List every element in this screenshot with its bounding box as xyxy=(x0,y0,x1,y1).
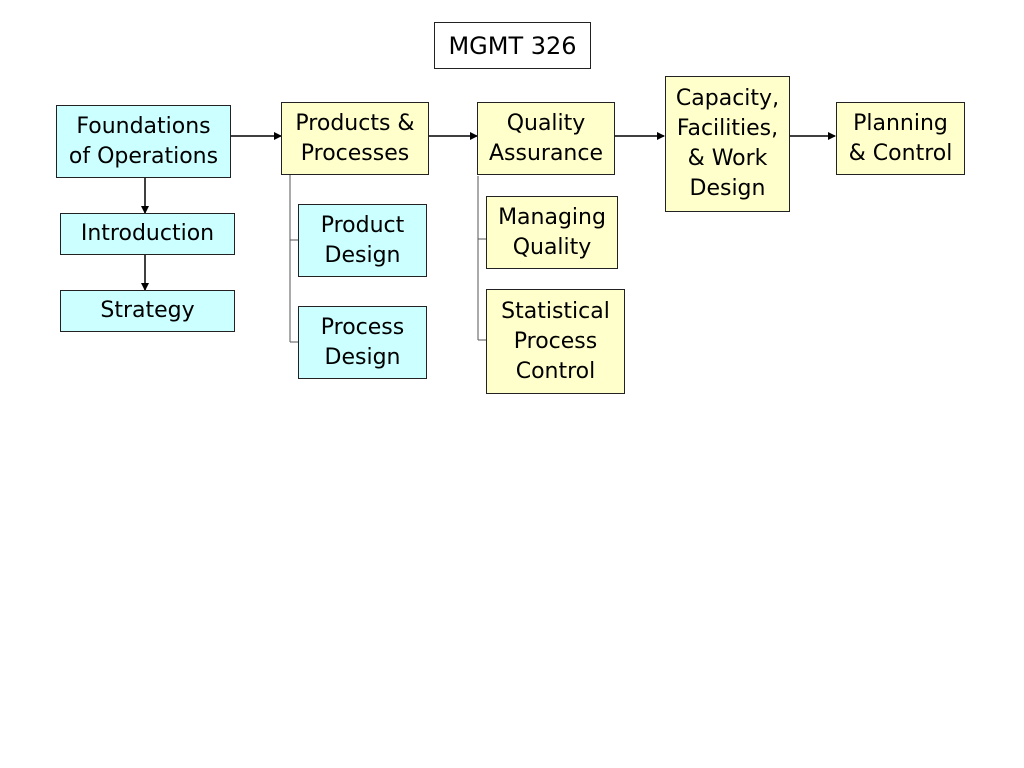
node-foundations-of-operations: Foundations of Operations xyxy=(56,105,231,178)
node-products-processes: Products & Processes xyxy=(281,102,429,175)
bracket-products-processes xyxy=(289,175,298,343)
bracket-quality-assurance xyxy=(477,176,486,341)
node-quality-assurance: Quality Assurance xyxy=(477,102,615,175)
node-managing-quality: Managing Quality xyxy=(486,196,618,269)
node-capacity-facilities-work-design: Capacity, Facilities, & Work Design xyxy=(665,76,790,212)
node-process-design: Process Design xyxy=(298,306,427,379)
node-product-design: Product Design xyxy=(298,204,427,277)
node-statistical-process-control: Statistical Process Control xyxy=(486,289,625,394)
node-strategy: Strategy xyxy=(60,290,235,332)
node-planning-control: Planning & Control xyxy=(836,102,965,175)
course-title: MGMT 326 xyxy=(434,22,591,69)
node-introduction: Introduction xyxy=(60,213,235,255)
